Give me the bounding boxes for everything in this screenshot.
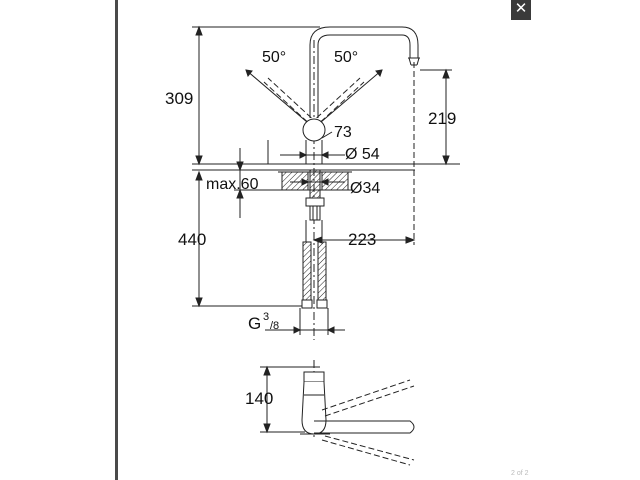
- dim-309-label: 309: [165, 89, 193, 108]
- close-icon: ✕: [514, 0, 528, 17]
- dim-73-label: 73: [334, 124, 352, 141]
- close-button[interactable]: ✕: [511, 0, 531, 20]
- page-indicator: 2 of 2: [511, 470, 529, 477]
- dim-140-label: 140: [245, 389, 273, 408]
- dim-440-label: 440: [178, 230, 206, 249]
- dim-thread-sup-label: 3: [263, 311, 269, 323]
- viewer-left-border: [115, 0, 118, 480]
- dim-diameter-34-label: Ø34: [350, 180, 380, 197]
- dim-219-label: 219: [428, 109, 456, 128]
- dim-diameter-54-label: Ø 54: [345, 146, 380, 163]
- dim-thread-g-label: G: [248, 314, 261, 333]
- dim-max60-label: max.60: [206, 176, 259, 193]
- dim-angle-left-label: 50°: [262, 49, 286, 66]
- dim-thread-sub-label: /8: [270, 320, 279, 332]
- dim-223-label: 223: [348, 230, 376, 249]
- dim-angle-right-label: 50°: [334, 49, 358, 66]
